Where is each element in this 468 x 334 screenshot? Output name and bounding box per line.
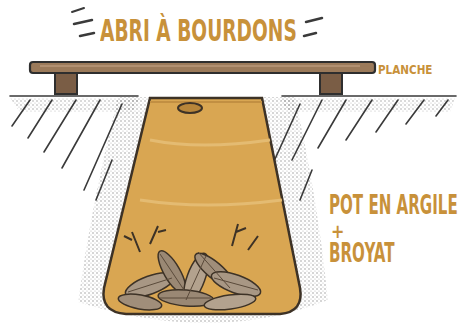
board-part <box>40 65 360 67</box>
dry-leaves-part <box>203 291 256 312</box>
ground-hatching-part <box>376 100 398 132</box>
ground-hatching-part <box>292 100 322 160</box>
dry-leaves <box>117 224 263 313</box>
title-dashes-part <box>304 33 316 36</box>
clay-pot-part <box>150 101 262 103</box>
ground-hatching-part <box>300 170 312 200</box>
ground-hatching-part <box>96 160 112 200</box>
clay-pot <box>103 98 300 314</box>
title-dashes-part <box>72 8 84 12</box>
ground-hatching-part <box>346 100 372 140</box>
title-dashes-part <box>80 33 94 36</box>
clay-pot-part <box>150 140 270 145</box>
ground-stipple-part <box>280 98 455 112</box>
ground-hatching-part <box>10 95 138 97</box>
title-dashes-part <box>306 18 322 22</box>
ground-hatching-part <box>282 95 456 97</box>
ground-hatching-part <box>84 104 122 190</box>
ground-hatching-part <box>406 100 424 124</box>
title: ABRI À BOURDONS <box>100 16 297 46</box>
title-dashes-part <box>74 20 92 24</box>
part-label: BROYAT <box>329 240 395 266</box>
board-part <box>320 72 342 94</box>
ground-hatching-part <box>28 100 52 138</box>
board <box>30 62 375 94</box>
board-part <box>30 62 375 73</box>
ground-hatching-part <box>44 100 76 152</box>
dry-leaves-part <box>128 252 258 300</box>
plus-sign: + <box>331 221 344 241</box>
clay-pot-part <box>178 103 202 113</box>
board-part <box>55 72 77 94</box>
dry-leaves-part <box>124 226 166 252</box>
clay-pot-part <box>140 200 282 205</box>
ground-hatching-part <box>62 100 100 168</box>
part-label: PLANCHE <box>378 63 432 76</box>
ground-hatching-part <box>436 100 448 116</box>
ground-hatching-part <box>318 100 346 148</box>
ground-stipple-part <box>78 97 328 323</box>
clay-pot-part <box>103 98 300 314</box>
dry-leaves-part <box>117 291 163 312</box>
dry-leaves-part <box>232 224 258 250</box>
part-label: POT EN ARGILE <box>329 192 458 218</box>
ground-hatching-part <box>12 100 30 126</box>
